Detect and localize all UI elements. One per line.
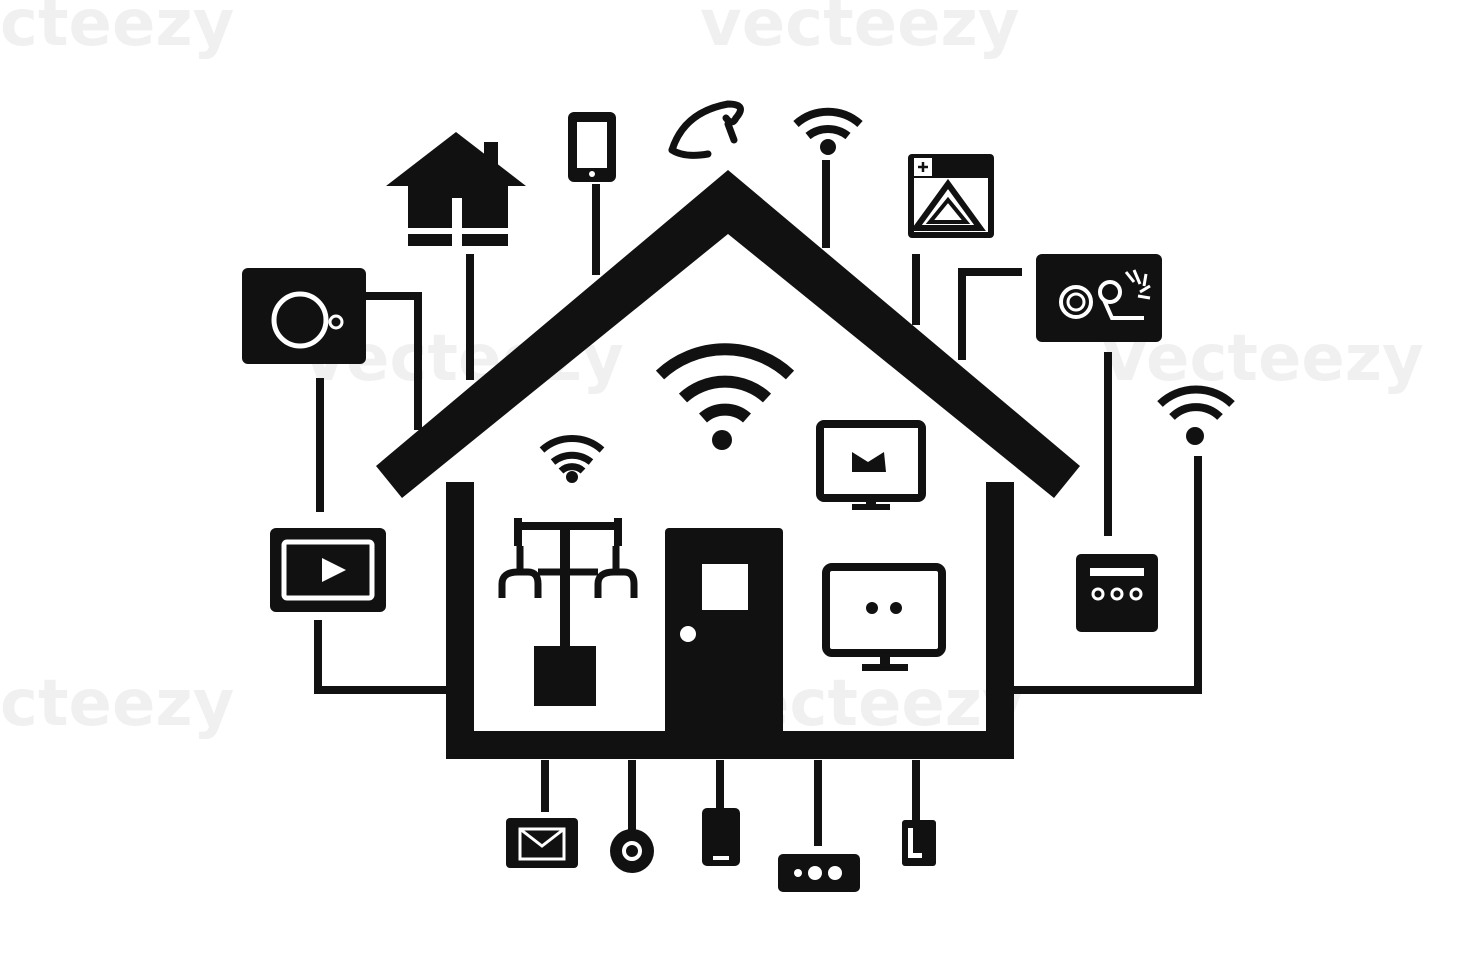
wifi-icon — [539, 435, 605, 483]
router-icon — [778, 854, 860, 892]
switch-icon — [902, 820, 936, 866]
camera-icon — [1036, 254, 1162, 342]
door-icon — [665, 528, 783, 738]
sensor-icon — [610, 829, 654, 873]
main-house — [376, 170, 1080, 759]
alarm-panel-icon — [908, 154, 994, 238]
tv-icon — [822, 563, 946, 671]
video-player-icon — [270, 528, 386, 612]
house-walls — [446, 482, 1014, 759]
house-icon — [386, 132, 526, 246]
ceiling-light-icon — [498, 518, 638, 706]
mail-icon — [506, 818, 578, 868]
speaker-icon — [242, 268, 366, 364]
wifi-icon — [793, 107, 863, 155]
thermostat-icon — [1076, 554, 1158, 632]
wifi-icon — [1157, 385, 1235, 445]
wifi-router-icon — [655, 343, 795, 450]
watermark: vecteezy cteezy Vecteezy Vecteezy cteezy… — [0, 0, 1424, 741]
phone-icon — [702, 808, 740, 866]
monitor-icon — [816, 420, 926, 510]
watermark-top-left: cteezy — [0, 0, 234, 61]
smartphone-icon — [568, 112, 616, 182]
smart-lock-icon — [668, 100, 744, 159]
watermark-top-center: vecteezy — [700, 0, 1019, 61]
connector-lines — [314, 160, 1202, 846]
watermark-bottom-left: cteezy — [0, 667, 234, 741]
